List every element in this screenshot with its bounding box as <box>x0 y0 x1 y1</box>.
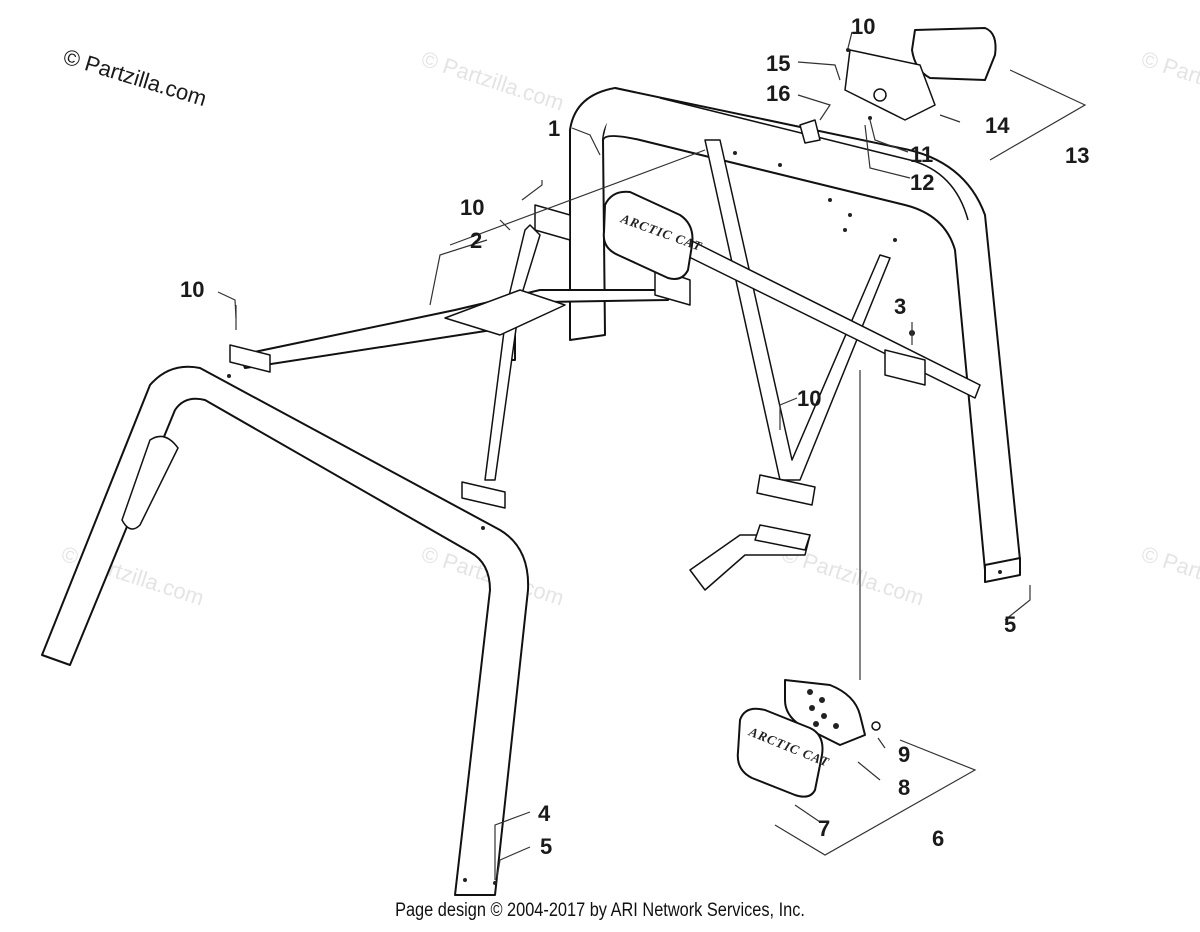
callout-2: 2 <box>470 228 482 253</box>
tail-light-assembly <box>799 27 1087 161</box>
callout-15: 15 <box>766 51 790 76</box>
brand-plate-upper: ARCTIC CAT <box>602 190 705 280</box>
page-footer: Page design © 2004-2017 by ARI Network S… <box>395 900 805 921</box>
callout-6: 6 <box>932 826 944 851</box>
front-roll-bar <box>41 365 530 896</box>
callout-4: 4 <box>538 801 551 826</box>
lower-bracket <box>689 370 861 680</box>
callout-16: 16 <box>766 81 790 106</box>
callout-10-tail-light: 10 <box>851 14 875 39</box>
callout-11: 11 <box>910 142 933 167</box>
callout-14: 14 <box>985 113 1010 138</box>
cross-brace <box>229 149 706 509</box>
callout-9: 9 <box>898 742 910 767</box>
callout-10-left: 10 <box>180 277 204 302</box>
callout-5-front: 5 <box>540 834 552 859</box>
callout-1: 1 <box>548 116 560 141</box>
watermark: © Partzilla.com <box>1138 541 1200 611</box>
callout-10-v-brace: 10 <box>797 386 821 411</box>
watermark: © Partzilla.com <box>418 46 567 116</box>
leaders <box>217 31 1031 880</box>
callout-12: 12 <box>910 170 934 195</box>
lower-plate-assembly: ARCTIC CAT <box>736 679 977 856</box>
callout-3: 3 <box>894 294 906 319</box>
callouts: 1 2 3 4 5 5 6 7 8 9 10 10 10 10 11 12 13… <box>180 14 1089 859</box>
copyright-mark: © Partzilla.com <box>61 44 210 111</box>
callout-8: 8 <box>898 775 910 800</box>
callout-13: 13 <box>1065 143 1089 168</box>
callout-5-rear: 5 <box>1004 612 1016 637</box>
callout-10-cross-brace: 10 <box>460 195 484 220</box>
watermark: © Partzilla.com <box>1138 46 1200 116</box>
callout-7: 7 <box>818 816 830 841</box>
rear-roll-bar <box>569 87 1021 583</box>
